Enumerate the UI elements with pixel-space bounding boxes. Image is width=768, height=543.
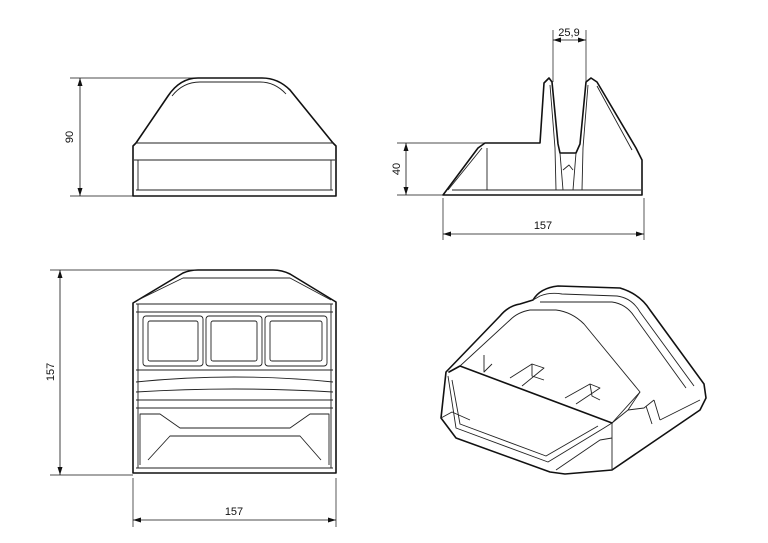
dimension-side-length: 157 [442,198,645,240]
dimension-side-height: 40 [391,142,485,196]
dim-label-side-height: 40 [391,163,403,175]
dim-label-top-depth: 157 [45,363,57,381]
front-view [132,77,337,197]
isometric-view [440,285,707,475]
top-view [132,269,337,474]
side-view [442,77,643,196]
dim-label-slot-width: 25,9 [558,27,579,39]
dimension-front-height: 90 [64,77,196,197]
dim-label-front-height: 90 [64,131,76,143]
dimension-slot-width: 25,9 [552,27,587,82]
dim-label-top-width: 157 [225,506,243,518]
dim-label-side-length: 157 [534,220,552,232]
dimension-top-depth: 157 [45,269,200,476]
dimension-top-width: 157 [132,478,337,527]
